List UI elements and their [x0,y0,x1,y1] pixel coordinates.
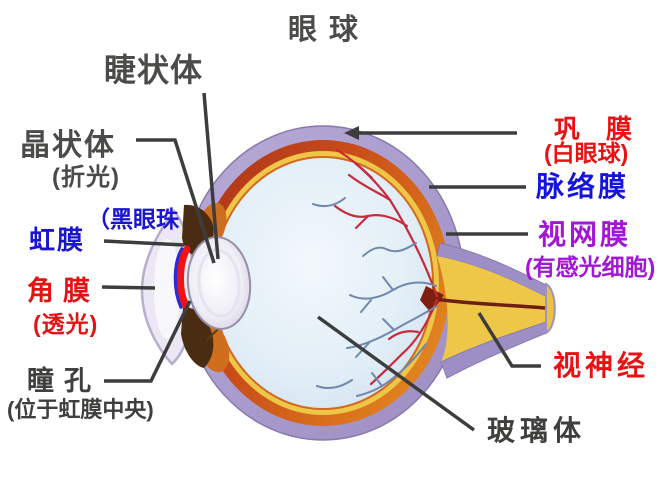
diagram-title: 眼球 [288,14,371,46]
label-retina-note: (有感光细胞) [525,254,656,280]
label-iris-note: （黑眼珠 [87,206,179,232]
label-pupil: 瞳孔 [27,366,101,396]
leader-ciliary-body [202,92,220,260]
leader-sclera-arrowhead [344,126,359,140]
leader-vitreous [316,315,476,432]
label-sclera-note: (白眼球) [544,140,629,166]
label-lens: 晶状体 [20,129,116,162]
label-iris: 虹膜 [29,225,86,255]
iris-blue-strip [173,247,184,309]
leader-lens [136,138,216,264]
label-sclera: 巩 膜 [554,114,633,144]
nerve-mid-line [433,297,546,310]
anterior-segment [140,202,252,373]
vessels-blue [312,197,438,397]
iris-red-strip [177,245,191,310]
optic-nerve-shape [420,242,556,379]
optic-disc [420,286,444,313]
leader-lines [101,92,541,432]
nerve-end-cap [545,282,556,335]
label-choroid: 脉络膜 [536,171,630,202]
leader-pupil [104,300,192,383]
label-lens-note: (折光) [52,164,120,191]
nerve-fiber-yellow [437,256,546,362]
retinal-vessels [312,148,439,397]
label-vitreous: 玻璃体 [487,415,587,446]
leader-iris [103,239,185,247]
leader-optic-nerve [477,312,541,368]
label-pupil-note: (位于虹膜中央) [7,397,154,422]
leader-cornea [101,285,156,290]
cornea-highlight [154,239,180,339]
label-ciliary-body: 睫状体 [104,52,204,88]
label-optic-nerve: 视神经 [553,350,650,381]
label-retina: 视网膜 [538,219,632,250]
label-cornea: 角膜 [27,276,99,306]
label-cornea-note: (透光) [33,311,99,337]
vessels-red [333,148,439,386]
